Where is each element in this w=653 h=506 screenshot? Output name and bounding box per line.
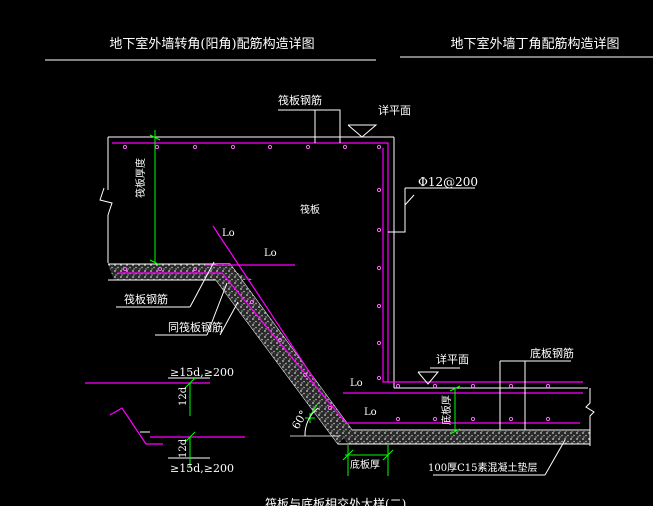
label-bottom-slab-thickness-dim: 底板厚 [350,458,380,471]
label-detail-face-bottom: 详平面 [436,352,469,366]
angle-arc [304,407,319,437]
label-angle: 60° [289,408,310,431]
title-left: 地下室外墙转角(阳角)配筋构造详图 [109,36,314,52]
label-raft-bar-top: 筏板钢筋 [278,93,322,107]
label-bar-spec: Φ12@200 [418,175,478,189]
label-lo-lower-2: Lo [364,407,377,418]
dimension-lines [149,130,461,476]
label-bottom-slab-thickness: 底板厚 [440,395,453,425]
label-raft-thickness: 筏板厚度 [134,158,147,198]
break-line-right [585,388,595,446]
rebar-dots [122,144,551,422]
concrete-cushion [108,263,590,445]
title-right: 地下室外墙丁角配筋构造详图 [450,36,619,52]
anchorage-detail [85,377,245,468]
label-raft-bar-left: 筏板钢筋 [124,292,168,306]
label-same-raft-bar: 同筏板钢筋 [168,320,223,334]
label-12d-top: 12d [178,386,189,406]
rebar-lines [112,142,583,424]
leader-lines [116,109,571,476]
label-cushion: 100厚C15素混凝土垫层 [428,461,537,474]
label-bottom-caption: 筏板与底板相交处大样(二) [265,496,406,506]
label-bottom-slab-bar: 底板钢筋 [530,346,574,360]
label-anchor-top: ≥15d,≥200 [170,366,234,379]
label-12d-bottom: 12d [178,438,189,458]
label-lo-upper: Lo [222,228,235,239]
label-detail-face-top: 详平面 [378,103,411,117]
label-anchor-bottom: ≥15d,≥200 [170,462,234,475]
raft-outline [99,136,588,389]
label-raft: 筏板 [300,203,320,216]
label-lo-mid: Lo [264,248,277,259]
label-lo-lower: Lo [350,378,363,389]
